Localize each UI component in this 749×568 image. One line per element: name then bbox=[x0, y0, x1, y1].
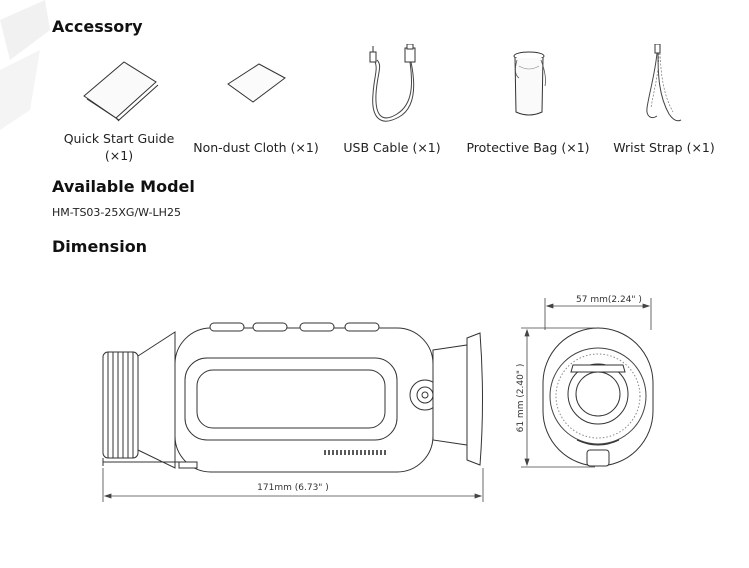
accessory-usb-cable: USB Cable (×1) bbox=[317, 44, 467, 164]
length-dimension-line bbox=[102, 468, 484, 502]
accessory-label: USB Cable (×1) bbox=[343, 140, 441, 155]
accessory-quantity: (×1) bbox=[104, 148, 134, 163]
protective-bag-icon bbox=[513, 51, 546, 116]
accessory-label: Protective Bag (×1) bbox=[466, 140, 590, 155]
width-dimension-label: 57 mm(2.24" ) bbox=[576, 295, 642, 305]
available-model-heading: Available Model bbox=[52, 177, 195, 196]
width-dimension-line bbox=[544, 298, 652, 330]
length-dimension-label: 171mm (6.73" ) bbox=[257, 483, 329, 493]
watermark-logo-icon bbox=[0, 0, 50, 130]
monocular-front-view-icon bbox=[542, 327, 654, 467]
height-dimension-label: 61 mm (2.40" ) bbox=[516, 364, 526, 433]
dimension-heading: Dimension bbox=[52, 237, 148, 256]
wrist-strap-icon bbox=[646, 44, 682, 122]
dimension-drawing: 171mm (6.73" ) 57 mm(2.24" ) 61 mm (2.40… bbox=[102, 295, 654, 502]
accessory-wrist-strap: Wrist Strap (×1) bbox=[589, 44, 739, 164]
accessory-label: Non-dust Cloth (×1) bbox=[193, 140, 319, 155]
cloth-icon bbox=[227, 63, 286, 103]
monocular-side-view-icon bbox=[102, 322, 483, 473]
accessory-label: Wrist Strap (×1) bbox=[613, 140, 715, 155]
accessory-non-dust-cloth: Non-dust Cloth (×1) bbox=[181, 44, 331, 164]
booklet-icon bbox=[83, 61, 159, 122]
accessory-label: Quick Start Guide bbox=[63, 131, 175, 146]
accessory-protective-bag: Protective Bag (×1) bbox=[453, 44, 603, 164]
model-code: HM-TS03-25XG/W-LH25 bbox=[52, 206, 181, 219]
accessory-quick-start-guide: Quick Start Guide (×1) bbox=[44, 44, 194, 164]
height-dimension-line bbox=[521, 327, 595, 468]
accessory-heading: Accessory bbox=[52, 17, 143, 36]
usb-cable-icon bbox=[369, 44, 416, 122]
